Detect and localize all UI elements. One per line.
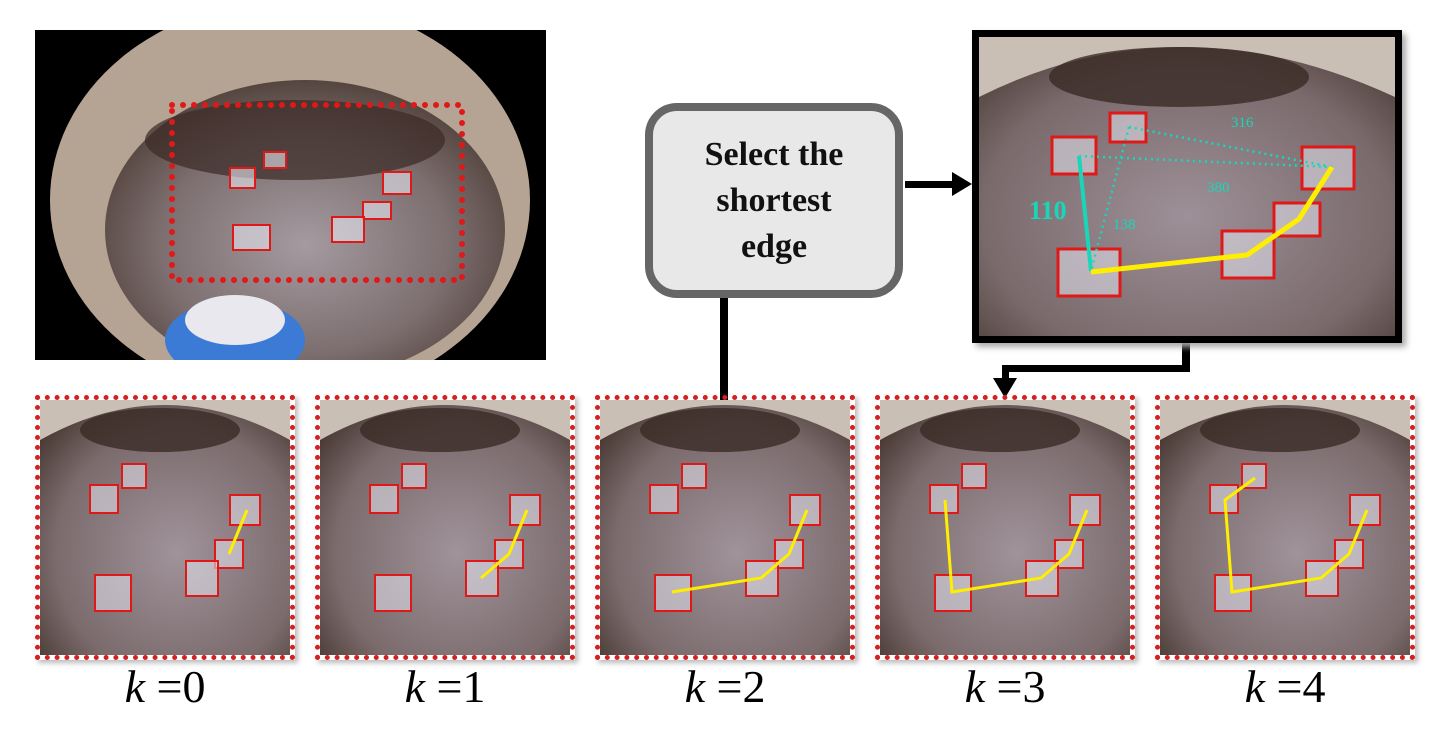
path-line [480, 509, 529, 580]
equals-sign: = [716, 661, 743, 712]
box-line-2: shortest [716, 181, 832, 219]
arrowhead-right-icon [952, 172, 972, 196]
k-value: 2 [742, 661, 766, 712]
k-variable: k [404, 661, 425, 712]
connector-down-2 [1002, 365, 1009, 380]
step-panel-k4 [1155, 395, 1415, 660]
connector-down [1182, 343, 1190, 371]
path-line [671, 509, 809, 594]
k-value: 4 [1302, 661, 1326, 712]
k-value: 3 [1022, 661, 1046, 712]
path-line [1223, 476, 1369, 594]
equals-sign: = [436, 661, 463, 712]
edge-label-138: 138 [1113, 217, 1136, 233]
k-variable: k [1244, 661, 1265, 712]
step-panel-k1 [315, 395, 575, 660]
edge-label-110: 110 [1029, 196, 1067, 225]
equals-sign: = [996, 661, 1023, 712]
step-panel-k3 [875, 395, 1135, 660]
k-value: 0 [182, 661, 206, 712]
select-shortest-edge-box: Select the shortest edge [645, 103, 903, 298]
endoscopy-frame [35, 30, 546, 360]
arrow-to-zoom [905, 181, 960, 188]
path-line [227, 509, 249, 555]
path-line [943, 499, 1089, 594]
step-label-k4: k =4 [1155, 660, 1415, 713]
box-line-3: edge [740, 227, 808, 265]
step-label-k2: k =2 [595, 660, 855, 713]
k-value: 1 [462, 661, 486, 712]
equals-sign: = [156, 661, 183, 712]
step-panel-k2 [595, 395, 855, 660]
equals-sign: = [1276, 661, 1303, 712]
step-label-k1: k =1 [315, 660, 575, 713]
edge-label-316: 316 [1231, 115, 1254, 131]
k-variable: k [964, 661, 985, 712]
edge-label-380: 380 [1207, 180, 1230, 196]
k-variable: k [684, 661, 705, 712]
arrowhead-down-icon [993, 378, 1017, 398]
step-label-k0: k =0 [35, 660, 295, 713]
connector-to-k2 [720, 298, 728, 400]
step-label-k3: k =3 [875, 660, 1135, 713]
k-variable: k [124, 661, 145, 712]
box-line-1: Select the [704, 135, 844, 173]
connector-horizontal [1002, 365, 1190, 372]
step-panel-k0 [35, 395, 295, 660]
zoomed-region-panel: 110 138 316 380 [972, 30, 1402, 343]
